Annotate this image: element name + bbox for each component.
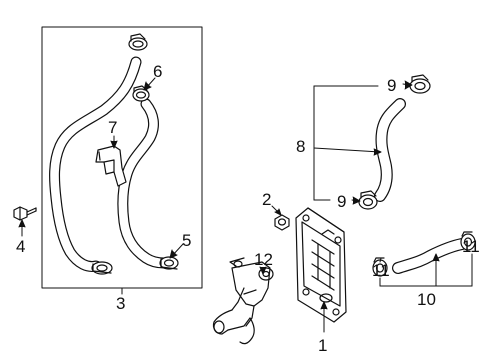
callout-1: 1 <box>318 336 327 355</box>
hose-clamp-icon <box>128 33 148 51</box>
callout-6: 6 <box>153 62 162 81</box>
callout-12: 12 <box>254 250 273 269</box>
callout-7: 7 <box>108 118 117 137</box>
curved-hose-icon <box>374 98 406 202</box>
hose-assembly-icon <box>49 56 170 272</box>
callout-11-right: 11 <box>462 237 480 256</box>
hose-clamp-icon <box>132 85 150 102</box>
water-hose-icon <box>392 238 468 274</box>
callout-5: 5 <box>182 231 191 250</box>
callout-9-bottom: 9 <box>337 192 346 211</box>
hose-clamp-icon <box>358 190 378 210</box>
callout-4: 4 <box>16 237 25 256</box>
leader-lines <box>18 77 473 333</box>
hose-clamp-icon <box>91 261 113 275</box>
callout-3: 3 <box>116 294 125 313</box>
callout-9-top: 9 <box>387 76 396 95</box>
hose-clamp-icon <box>159 256 179 270</box>
callout-11-left: 11 <box>372 261 390 280</box>
seal-ring-icon <box>274 214 290 231</box>
union-fitting-icon <box>212 257 274 345</box>
bolt-icon <box>13 206 37 221</box>
hose-clamp-icon <box>409 74 431 94</box>
hose-clamp-icon <box>372 257 388 277</box>
oil-cooler-icon <box>295 207 347 323</box>
callout-2: 2 <box>262 190 271 209</box>
callout-8: 8 <box>296 137 305 156</box>
hose-clamp-icon <box>460 231 476 251</box>
callout-10: 10 <box>417 290 436 309</box>
bracket-icon <box>95 145 127 187</box>
